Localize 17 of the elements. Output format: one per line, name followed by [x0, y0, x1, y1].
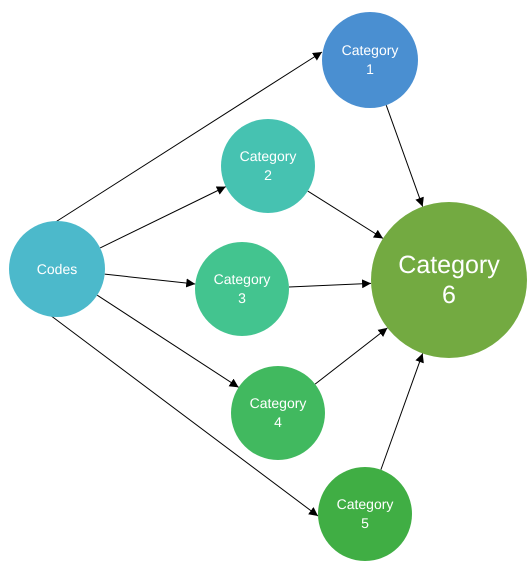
- arrow: [307, 190, 384, 239]
- arrow: [314, 327, 388, 385]
- node-label: Category 5: [336, 495, 394, 533]
- node-label: Category 1: [340, 41, 400, 79]
- arrow: [54, 52, 322, 224]
- arrow: [100, 186, 226, 248]
- node-label: Category 4: [248, 394, 308, 432]
- arrow: [288, 279, 372, 288]
- arrow: [386, 104, 424, 208]
- arrow: [104, 274, 196, 288]
- node-label: Category 2: [238, 147, 298, 185]
- node-label: Category 6: [397, 250, 501, 310]
- arrow: [380, 352, 424, 470]
- arrow: [96, 294, 240, 388]
- arrow: [50, 314, 318, 516]
- node-label: Codes: [36, 260, 78, 278]
- node-label: Category 3: [212, 270, 272, 308]
